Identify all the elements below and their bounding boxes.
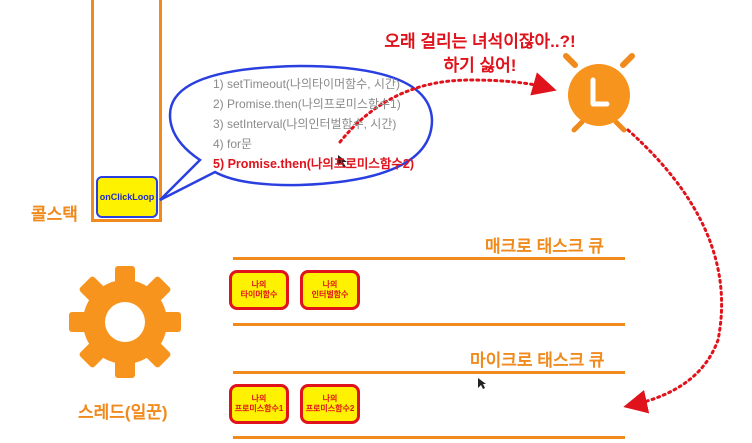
comment-line-1: 오래 걸리는 녀석이잖아..?!	[384, 32, 576, 51]
task-line-2: 프로미스함수2	[305, 404, 355, 413]
macro-queue-bottom-line	[233, 323, 625, 326]
macro-queue-top-line	[233, 257, 625, 260]
task-line-1: 나의	[322, 394, 338, 403]
call-stack-item: onClickLoop	[96, 176, 158, 218]
arrow-to-micro-queue	[623, 128, 724, 414]
cursor-icon	[478, 378, 486, 389]
alarm-clock-icon	[563, 53, 635, 133]
micro-queue-top-line	[233, 371, 625, 374]
macro-queue-title: 매크로 태스크 큐	[485, 237, 604, 256]
task-line-1: 나의	[251, 394, 267, 403]
bubble-content: 1) setTimeout(나의타이머함수, 시간) 2) Promise.th…	[213, 74, 414, 174]
micro-queue-title: 마이크로 태스크 큐	[470, 351, 605, 370]
bubble-line: 4) for문	[213, 137, 253, 151]
comment-line-2: 하기 싫어!	[443, 56, 517, 75]
bubble-line: 2) Promise.then(나의프로미스함수1)	[213, 97, 401, 111]
speech-bubble	[159, 64, 434, 202]
thread-label: 스레드(일꾼)	[78, 403, 168, 422]
task-line-2: 타이머함수	[240, 290, 278, 299]
call-stack-bottom	[91, 219, 162, 222]
cursor-icon	[338, 155, 347, 168]
call-stack-right-wall	[159, 0, 162, 222]
call-stack-left-wall	[91, 0, 94, 222]
call-stack-label: 콜스택	[31, 205, 78, 224]
arrow-to-timer	[338, 72, 557, 144]
task-line-1: 나의	[251, 280, 267, 289]
bubble-highlight-line: 5) Promise.then(나의프로미스함수2)	[213, 157, 415, 171]
micro-queue-bottom-line	[233, 436, 625, 439]
bubble-line: 1) setTimeout(나의타이머함수, 시간)	[213, 77, 400, 91]
task-line-1: 나의	[322, 280, 338, 289]
bubble-line: 3) setInterval(나의인터벌함수, 시간)	[213, 117, 397, 131]
task-line-2: 프로미스함수1	[234, 404, 284, 413]
comment: 오래 걸리는 녀석이잖아..?! 하기 싫어!	[365, 30, 595, 78]
task-line-2: 인터벌함수	[311, 290, 349, 299]
gear-icon	[69, 266, 181, 378]
